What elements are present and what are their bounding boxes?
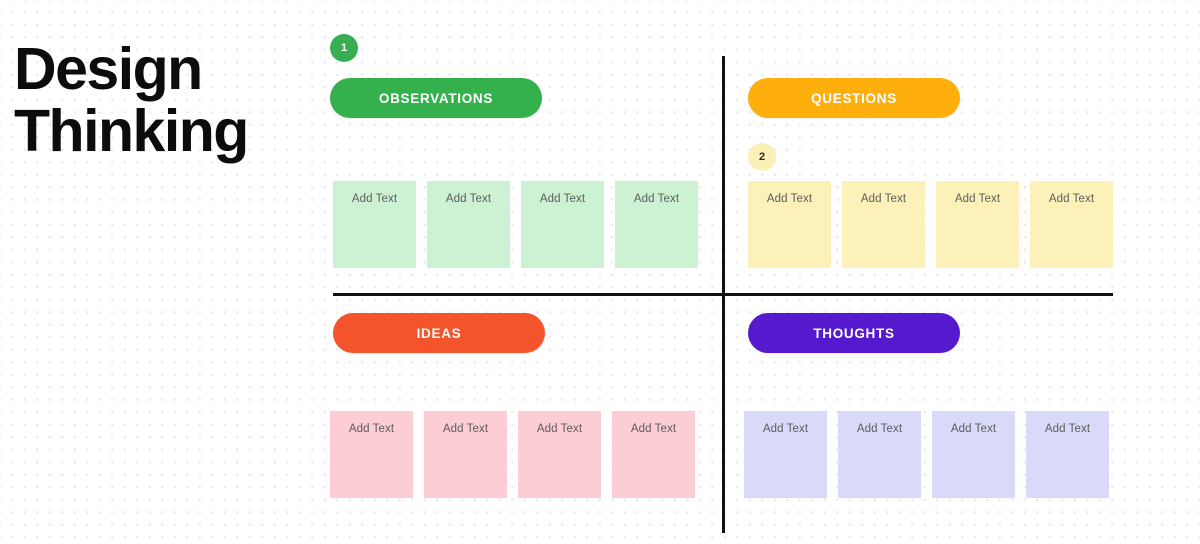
sticky-note[interactable]: Add Text [748, 181, 831, 268]
step-badge-1[interactable]: 1 [330, 34, 358, 62]
sticky-note[interactable]: Add Text [936, 181, 1019, 268]
sticky-note[interactable]: Add Text [615, 181, 698, 268]
sticky-note[interactable]: Add Text [521, 181, 604, 268]
page-title: Design Thinking [14, 38, 314, 162]
sticky-note-label: Add Text [1048, 193, 1095, 205]
sticky-note[interactable]: Add Text [427, 181, 510, 268]
sticky-note[interactable]: Add Text [518, 411, 601, 498]
sticky-note[interactable]: Add Text [842, 181, 925, 268]
sticky-note-label: Add Text [445, 193, 492, 205]
sticky-note-label: Add Text [950, 423, 997, 435]
category-pill-questions[interactable]: QUESTIONS [748, 78, 960, 118]
sticky-note[interactable]: Add Text [744, 411, 827, 498]
sticky-note-label: Add Text [954, 193, 1001, 205]
sticky-note[interactable]: Add Text [838, 411, 921, 498]
horizontal-divider [333, 293, 1113, 296]
sticky-note-label: Add Text [856, 423, 903, 435]
note-row-thoughts: Add Text Add Text Add Text Add Text [744, 411, 1109, 498]
sticky-note-label: Add Text [536, 423, 583, 435]
sticky-note-label: Add Text [766, 193, 813, 205]
sticky-note-label: Add Text [442, 423, 489, 435]
category-pill-observations[interactable]: OBSERVATIONS [330, 78, 542, 118]
note-row-questions: Add Text Add Text Add Text Add Text [748, 181, 1113, 268]
sticky-note[interactable]: Add Text [424, 411, 507, 498]
sticky-note-label: Add Text [351, 193, 398, 205]
sticky-note[interactable]: Add Text [330, 411, 413, 498]
sticky-note[interactable]: Add Text [1030, 181, 1113, 268]
step-badge-2[interactable]: 2 [748, 143, 776, 171]
sticky-note-label: Add Text [348, 423, 395, 435]
sticky-note[interactable]: Add Text [333, 181, 416, 268]
sticky-note[interactable]: Add Text [612, 411, 695, 498]
sticky-note-label: Add Text [860, 193, 907, 205]
sticky-note-label: Add Text [539, 193, 586, 205]
note-row-observations: Add Text Add Text Add Text Add Text [333, 181, 698, 268]
note-row-ideas: Add Text Add Text Add Text Add Text [330, 411, 695, 498]
page-title-line-2: Thinking [14, 98, 249, 164]
sticky-note-label: Add Text [630, 423, 677, 435]
category-pill-thoughts[interactable]: THOUGHTS [748, 313, 960, 353]
sticky-note-label: Add Text [762, 423, 809, 435]
sticky-note-label: Add Text [1044, 423, 1091, 435]
sticky-note[interactable]: Add Text [932, 411, 1015, 498]
category-pill-ideas[interactable]: IDEAS [333, 313, 545, 353]
sticky-note-label: Add Text [633, 193, 680, 205]
page-title-line-1: Design [14, 36, 203, 102]
sticky-note[interactable]: Add Text [1026, 411, 1109, 498]
